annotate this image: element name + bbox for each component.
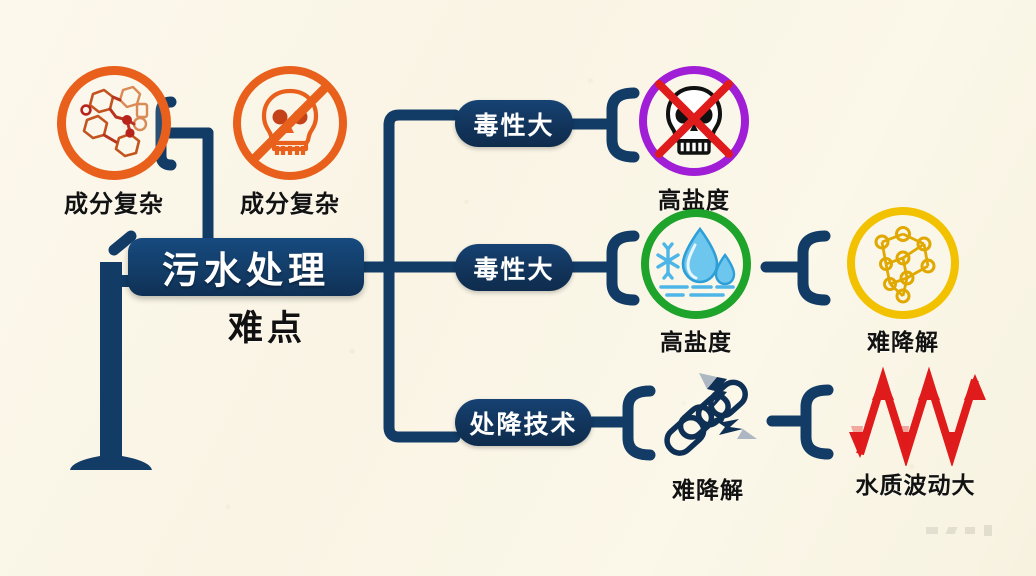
node-label: 难降解 (867, 329, 939, 355)
pill-toxicity-top[interactable]: 毒性大 (455, 100, 573, 147)
bracket-right-middle (760, 230, 831, 306)
node-label: 难降解 (672, 477, 744, 503)
bracket-right-bottom (766, 384, 834, 460)
node-high-salinity-purple[interactable]: 高盐度 (639, 66, 749, 213)
pill-label: 毒性大 (473, 111, 555, 140)
watermark-mark (984, 525, 992, 536)
node-label: 高盐度 (658, 187, 730, 213)
broken-chain-icon (664, 373, 757, 456)
molecule-network-glyph-icon (874, 226, 936, 304)
pill-label: 毒性大 (473, 255, 555, 284)
node-high-salinity-green[interactable]: 高盐度 (641, 209, 751, 355)
bracket-top (567, 87, 640, 163)
watermark-mark (965, 527, 975, 534)
pill-toxicity-middle[interactable]: 毒性大 (455, 244, 573, 291)
node-hard-degrade-chain[interactable]: 难降解 (653, 367, 763, 503)
node-label: 成分复杂 (240, 191, 340, 218)
watermark-mark (945, 527, 958, 534)
pill-treatment-tech[interactable]: 处降技术 (455, 399, 592, 446)
prohibition-slash-icon (249, 82, 331, 164)
molecule-structure-icon (80, 85, 149, 158)
red-cross-out-icon (655, 80, 733, 158)
node-composition-molecule[interactable]: 成分复杂 (57, 66, 171, 218)
node-hard-degrade-molecule[interactable]: 难降解 (847, 207, 959, 355)
zigzag-arrows-icon (849, 366, 986, 466)
node-label: 水质波动大 (855, 472, 976, 498)
molecule-ring-icon (57, 66, 171, 180)
node-label: 成分复杂 (64, 191, 164, 218)
bracket-middle (567, 230, 640, 306)
node-water-quality-fluctuation[interactable]: 水质波动大 (843, 366, 988, 498)
center-subtitle: 难点 (228, 309, 307, 348)
corner-watermark (926, 525, 992, 536)
pill-label: 处降技术 (469, 410, 578, 439)
node-composition-skull[interactable]: 成分复杂 (233, 66, 347, 218)
node-label: 高盐度 (660, 329, 732, 355)
center-node[interactable]: 污水处理 (128, 238, 364, 296)
water-drop-glyph-icon (656, 226, 736, 297)
pedestal-stem (70, 262, 152, 470)
bracket-bottom (586, 385, 656, 461)
watermark-mark (926, 527, 938, 534)
center-title: 污水处理 (162, 250, 330, 291)
molecular-network-icon (847, 207, 959, 319)
water-drop-snowflake-icon (641, 209, 751, 319)
right-trunk (356, 109, 461, 443)
